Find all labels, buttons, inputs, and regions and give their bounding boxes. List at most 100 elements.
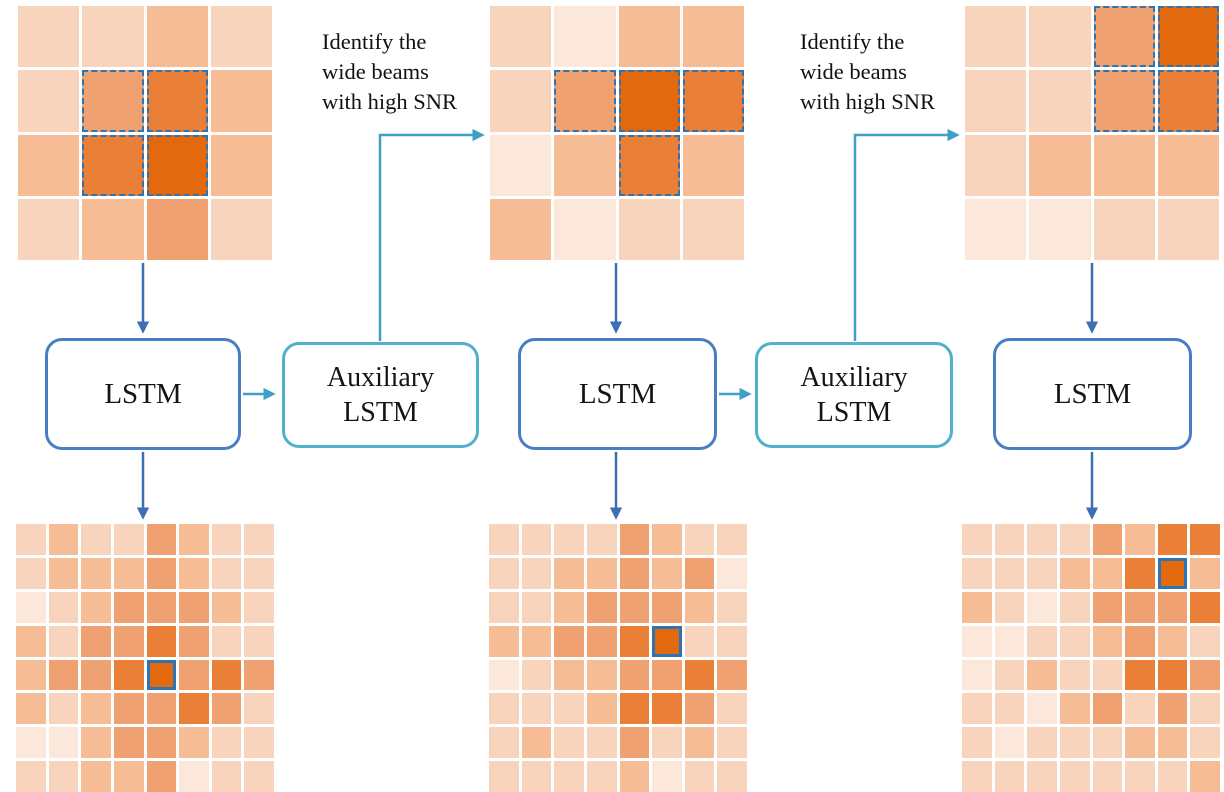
beam-cell [16, 693, 46, 725]
beam-cell [211, 693, 242, 725]
beam-cell [244, 693, 274, 725]
beam-cell [684, 591, 715, 623]
beam-cell [994, 727, 1025, 759]
beam-cell [490, 134, 552, 196]
beam-cell [146, 198, 208, 260]
wide-beam-selected-cell [82, 134, 144, 196]
beam-cell [489, 557, 519, 589]
beam-cell [489, 659, 519, 691]
beam-cell [717, 659, 747, 691]
beam-cell [962, 659, 992, 691]
beam-cell [179, 591, 209, 623]
beam-cell [18, 70, 80, 132]
beam-cell [554, 198, 616, 260]
beam-cell [1027, 761, 1057, 792]
beam-cell [146, 591, 177, 623]
beam-cell [1092, 625, 1123, 657]
beam-cell [1190, 524, 1220, 555]
beam-cell [244, 761, 274, 792]
beam-cell [554, 659, 584, 691]
beam-cell [586, 727, 617, 759]
beam-cell [179, 524, 209, 555]
beam-cell [684, 761, 715, 792]
beam-cell [652, 693, 682, 725]
beam-cell [1157, 524, 1188, 555]
wide-beam-grid-2 [490, 6, 744, 260]
beam-cell [211, 625, 242, 657]
beam-cell [619, 761, 650, 792]
beam-cell [1059, 659, 1090, 691]
beam-cell [717, 727, 747, 759]
beam-cell [682, 134, 744, 196]
beam-cell [652, 591, 682, 623]
annotation-identify-2: Identify the wide beams with high SNR [800, 27, 935, 117]
narrow-beam-grid-3 [962, 524, 1220, 792]
beam-cell [652, 557, 682, 589]
narrow-beam-selected-cell [652, 625, 682, 657]
annotation-identify-2-line1: Identify the [800, 29, 905, 54]
beam-cell [1190, 761, 1220, 792]
beam-cell [1059, 693, 1090, 725]
beam-cell [962, 557, 992, 589]
beam-cell [1093, 198, 1155, 260]
beam-cell [1092, 557, 1123, 589]
beam-cell [244, 524, 274, 555]
beam-cell [489, 761, 519, 792]
beam-cell [682, 6, 744, 68]
arrow-aux1-to-grid2 [378, 128, 485, 341]
beam-cell [1027, 693, 1057, 725]
lstm-box-1-label: LSTM [104, 377, 182, 410]
beam-cell [81, 659, 111, 691]
beam-cell [146, 625, 177, 657]
beam-cell [146, 761, 177, 792]
beam-cell [18, 198, 80, 260]
beam-cell [1059, 761, 1090, 792]
beam-cell [554, 6, 616, 68]
beam-cell [652, 659, 682, 691]
beam-cell [619, 625, 650, 657]
wide-beam-selected-cell [146, 70, 208, 132]
beam-cell [586, 761, 617, 792]
beam-cell [619, 591, 650, 623]
beam-cell [994, 591, 1025, 623]
beam-cell [994, 659, 1025, 691]
beam-cell [1092, 591, 1123, 623]
lstm-box-2-label: LSTM [578, 377, 657, 410]
beam-cell [965, 70, 1027, 132]
beam-cell [1157, 591, 1188, 623]
annotation-identify-1-line2: wide beams [322, 59, 429, 84]
beam-cell [81, 727, 111, 759]
beam-cell [1059, 625, 1090, 657]
beam-cell [1027, 625, 1057, 657]
beam-cell [16, 524, 46, 555]
beam-cell [684, 727, 715, 759]
beam-cell [1029, 134, 1091, 196]
beam-cell [962, 693, 992, 725]
beam-cell [1092, 761, 1123, 792]
beam-cell [113, 761, 144, 792]
narrow-beam-selected-cell [1157, 557, 1188, 589]
beam-cell [994, 524, 1025, 555]
beam-cell [490, 198, 552, 260]
beam-cell [554, 727, 584, 759]
beam-cell [619, 693, 650, 725]
beam-cell [82, 6, 144, 68]
beam-cell [81, 591, 111, 623]
beam-cell [684, 557, 715, 589]
beam-cell [521, 761, 552, 792]
beam-cell [586, 659, 617, 691]
beam-cell [554, 591, 584, 623]
beam-cell [1092, 693, 1123, 725]
wide-beam-selected-cell [1157, 70, 1219, 132]
beam-cell [619, 557, 650, 589]
beam-cell [1029, 6, 1091, 68]
lstm-box-2: LSTM [518, 338, 717, 450]
beam-cell [489, 591, 519, 623]
beam-cell [994, 557, 1025, 589]
lstm-box-3-label: LSTM [1053, 377, 1132, 410]
beam-cell [113, 659, 144, 691]
beam-cell [652, 761, 682, 792]
beam-cell [521, 625, 552, 657]
beam-cell [48, 524, 79, 555]
beam-cell [652, 524, 682, 555]
